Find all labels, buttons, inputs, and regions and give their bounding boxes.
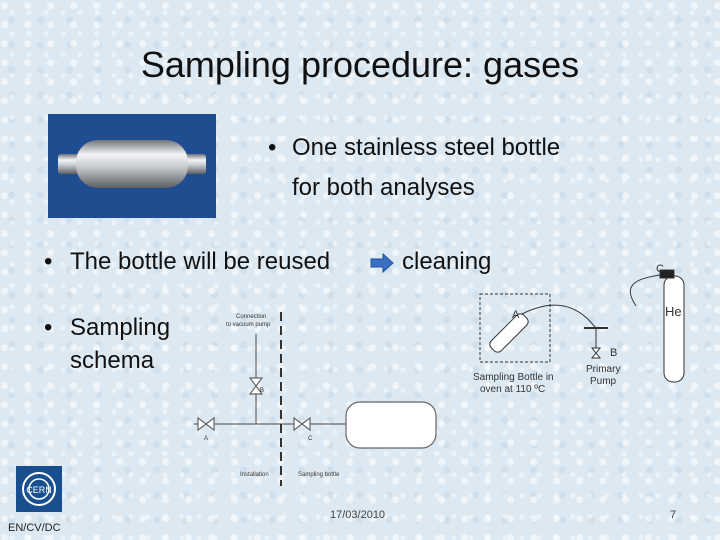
right-arrow-icon	[370, 253, 394, 273]
bullet-two-text: The bottle will be reused	[70, 248, 331, 275]
bullet-three-line2: schema	[70, 347, 155, 374]
footer-date: 17/03/2010	[330, 509, 386, 521]
pump-label-1: Primary	[586, 364, 620, 375]
sampling-bottle-label: Sampling bottle	[298, 472, 340, 478]
pump-label-2: Pump	[590, 376, 617, 387]
helium-label: He	[665, 304, 682, 319]
bullet-marker: •	[44, 248, 53, 275]
footer-org: EN/CV/DC	[8, 522, 61, 534]
cern-logo: CERN	[16, 466, 62, 512]
installation-label: Installation	[240, 472, 269, 478]
bullet-three-line1: Sampling	[70, 314, 171, 341]
valve-b-label-right: B	[610, 347, 617, 359]
bullet-marker: •	[44, 314, 53, 341]
bullet-one-line1: One stainless steel bottle	[292, 134, 561, 161]
connection-label-1: Connection	[236, 314, 266, 320]
bottle-oven-label-2: oven at 110 ºC	[480, 384, 545, 392]
valve-b-label: B	[260, 388, 264, 394]
steel-bottle-photo	[48, 114, 216, 218]
sampling-schema-right: A C He B Sampling Bottle in oven at 110 …	[473, 263, 685, 392]
bullet-one-line2: for both analyses	[292, 174, 475, 201]
cern-logo-text: CERN	[26, 485, 52, 495]
valve-c-label-right: C	[656, 263, 664, 275]
bullet-two-result: cleaning	[402, 248, 492, 275]
footer-page-number: 7	[670, 509, 677, 521]
valve-c-label: C	[308, 436, 313, 442]
valve-a-label-right: A	[512, 309, 520, 321]
sampling-schema-left: Connection to vacuum pump B A C Installa…	[194, 312, 437, 486]
connection-label-2: to vacuum pump	[226, 322, 271, 328]
bottle-oven-label-1: Sampling Bottle in	[473, 372, 554, 383]
valve-a-label: A	[204, 436, 208, 442]
slide-title: Sampling procedure: gases	[140, 44, 580, 85]
bullet-marker: •	[268, 134, 277, 161]
